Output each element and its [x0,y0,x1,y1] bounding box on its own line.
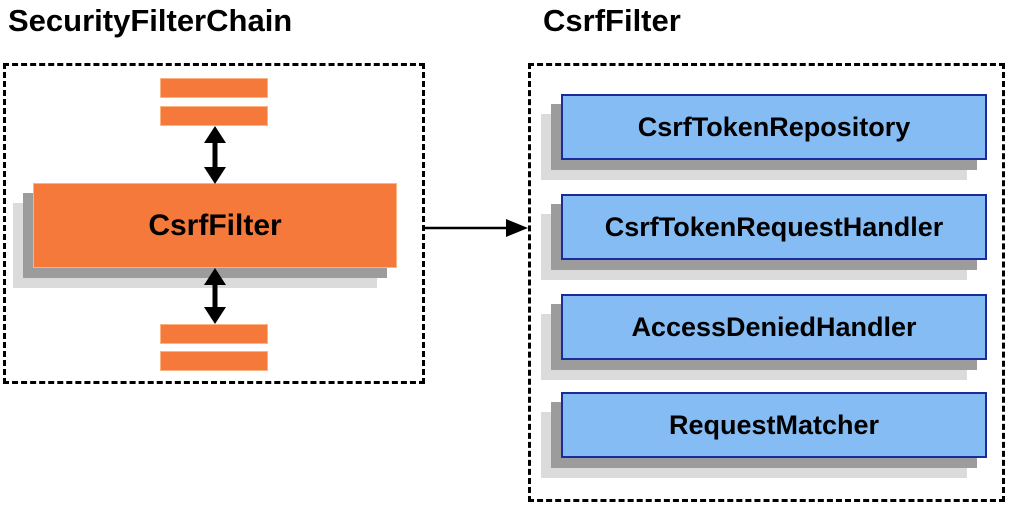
component-box-csrf-token-request-handler: CsrfTokenRequestHandler [561,194,987,260]
security-filter-chain-title: SecurityFilterChain [8,3,293,38]
filter-bar [160,324,268,344]
filter-bar [160,351,268,371]
csrf-filter-box: CsrfFilter [33,183,397,268]
component-box-request-matcher: RequestMatcher [561,392,987,458]
csrf-filter-title: CsrfFilter [543,3,681,38]
component-label: CsrfTokenRepository [637,111,911,142]
security-filter-chain-container [3,63,425,384]
component-box-csrf-token-repository: CsrfTokenRepository [561,94,987,160]
component-label: CsrfTokenRequestHandler [604,211,944,242]
component-label: AccessDeniedHandler [631,311,917,342]
filter-bar [160,106,268,126]
up-down-arrow-icon [204,126,226,184]
csrf-filter-components-container [528,63,1005,502]
right-arrow-icon [423,219,528,237]
component-label: RequestMatcher [668,409,880,440]
csrf-filter-box-label: CsrfFilter [148,208,282,242]
up-down-arrow-icon [204,268,226,324]
component-box-access-denied-handler: AccessDeniedHandler [561,294,987,360]
filter-bar [160,78,268,98]
